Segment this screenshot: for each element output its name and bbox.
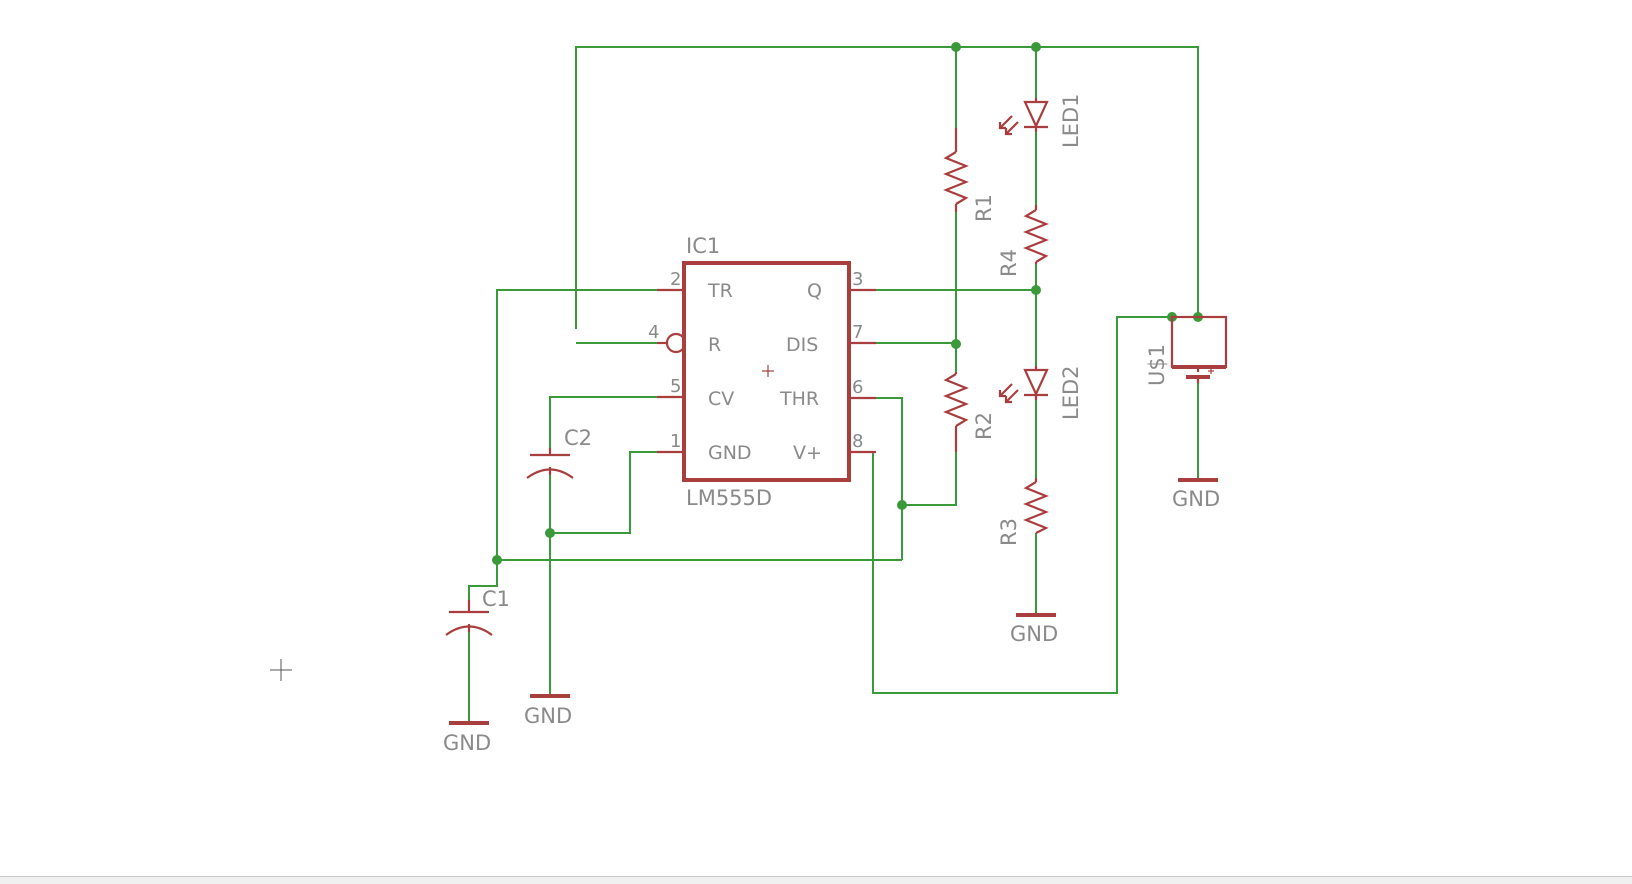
reset-inversion-bubble [665,332,687,354]
pin-name: R [708,334,721,356]
r1-label: R1 [972,194,996,222]
gnd-label: GND [1172,487,1220,511]
pin-name: V+ [793,442,822,464]
r3-label: R3 [997,518,1021,546]
c1-label: C1 [482,587,510,611]
junction-dot [951,339,961,349]
r2-label: R2 [972,412,996,440]
ic-value-label: LM555D [686,486,772,510]
junctions [492,42,1203,565]
right-edge [1630,0,1632,876]
resistor-r1[interactable]: R1 [943,128,996,222]
pin-number: 4 [648,322,659,343]
resistor-r3[interactable]: R3 [997,478,1049,546]
junction-dot [492,555,502,565]
ground-c1[interactable]: GND [443,721,491,755]
wire-r2-bottom[interactable] [902,452,957,506]
ground-supply[interactable]: GND [1172,478,1220,511]
pin-number: 3 [852,269,863,290]
pin-number: 1 [670,431,681,452]
wires [468,46,1199,721]
ic-body [682,261,851,482]
junction-dot [1031,285,1041,295]
gnd-label: GND [1010,622,1058,646]
wire-c1-top[interactable] [468,560,498,612]
pin-name: Q [807,280,822,302]
wire-thr[interactable] [849,397,903,560]
junction-dot [897,500,907,510]
pin-name: TR [707,280,733,302]
capacitor-c2[interactable]: C2 [526,426,592,479]
led2-label: LED2 [1059,366,1083,421]
pin-number: 7 [852,322,863,343]
pin-number: 2 [670,269,681,290]
pin-number: 8 [852,431,863,452]
junction-dot [545,528,555,538]
wire-trig-c1[interactable] [496,289,657,586]
ic1-lm555d[interactable]: IC1 LM555D 2 4 5 1 3 7 6 8 TR R CV GND Q… [648,234,876,510]
pin-name: GND [708,442,752,464]
resistor-r2[interactable]: R2 [943,372,996,452]
pin-name: CV [708,388,734,410]
wire-vcc-top[interactable] [575,46,1199,329]
c2-label: C2 [564,426,592,450]
gnd-label: GND [524,704,572,728]
resistor-r4[interactable]: R4 [997,205,1049,277]
cursor-crosshair-icon [270,659,292,681]
led1-label: LED1 [1059,94,1083,149]
capacitor-c1[interactable]: C1 [445,587,510,636]
led-led2[interactable]: LED2 [998,366,1083,421]
gnd-label: GND [443,731,491,755]
r4-label: R4 [997,249,1021,277]
pin-name: DIS [786,334,818,356]
supply-u1[interactable]: U$1 [1145,315,1228,386]
led-led1[interactable]: LED1 [998,94,1083,149]
junction-dot [951,42,961,52]
status-bar [0,876,1632,884]
ground-c2[interactable]: GND [524,694,572,728]
supply-label: U$1 [1145,344,1169,386]
junction-dot [1031,42,1041,52]
pin-name: THR [779,388,819,410]
pin-number: 6 [852,377,863,398]
pin-number: 5 [670,376,681,397]
ic-ref-label: IC1 [686,234,720,258]
wire-ic-gnd[interactable] [550,451,657,534]
ground-r3[interactable]: GND [1010,613,1058,646]
wire-cv[interactable] [549,396,657,448]
